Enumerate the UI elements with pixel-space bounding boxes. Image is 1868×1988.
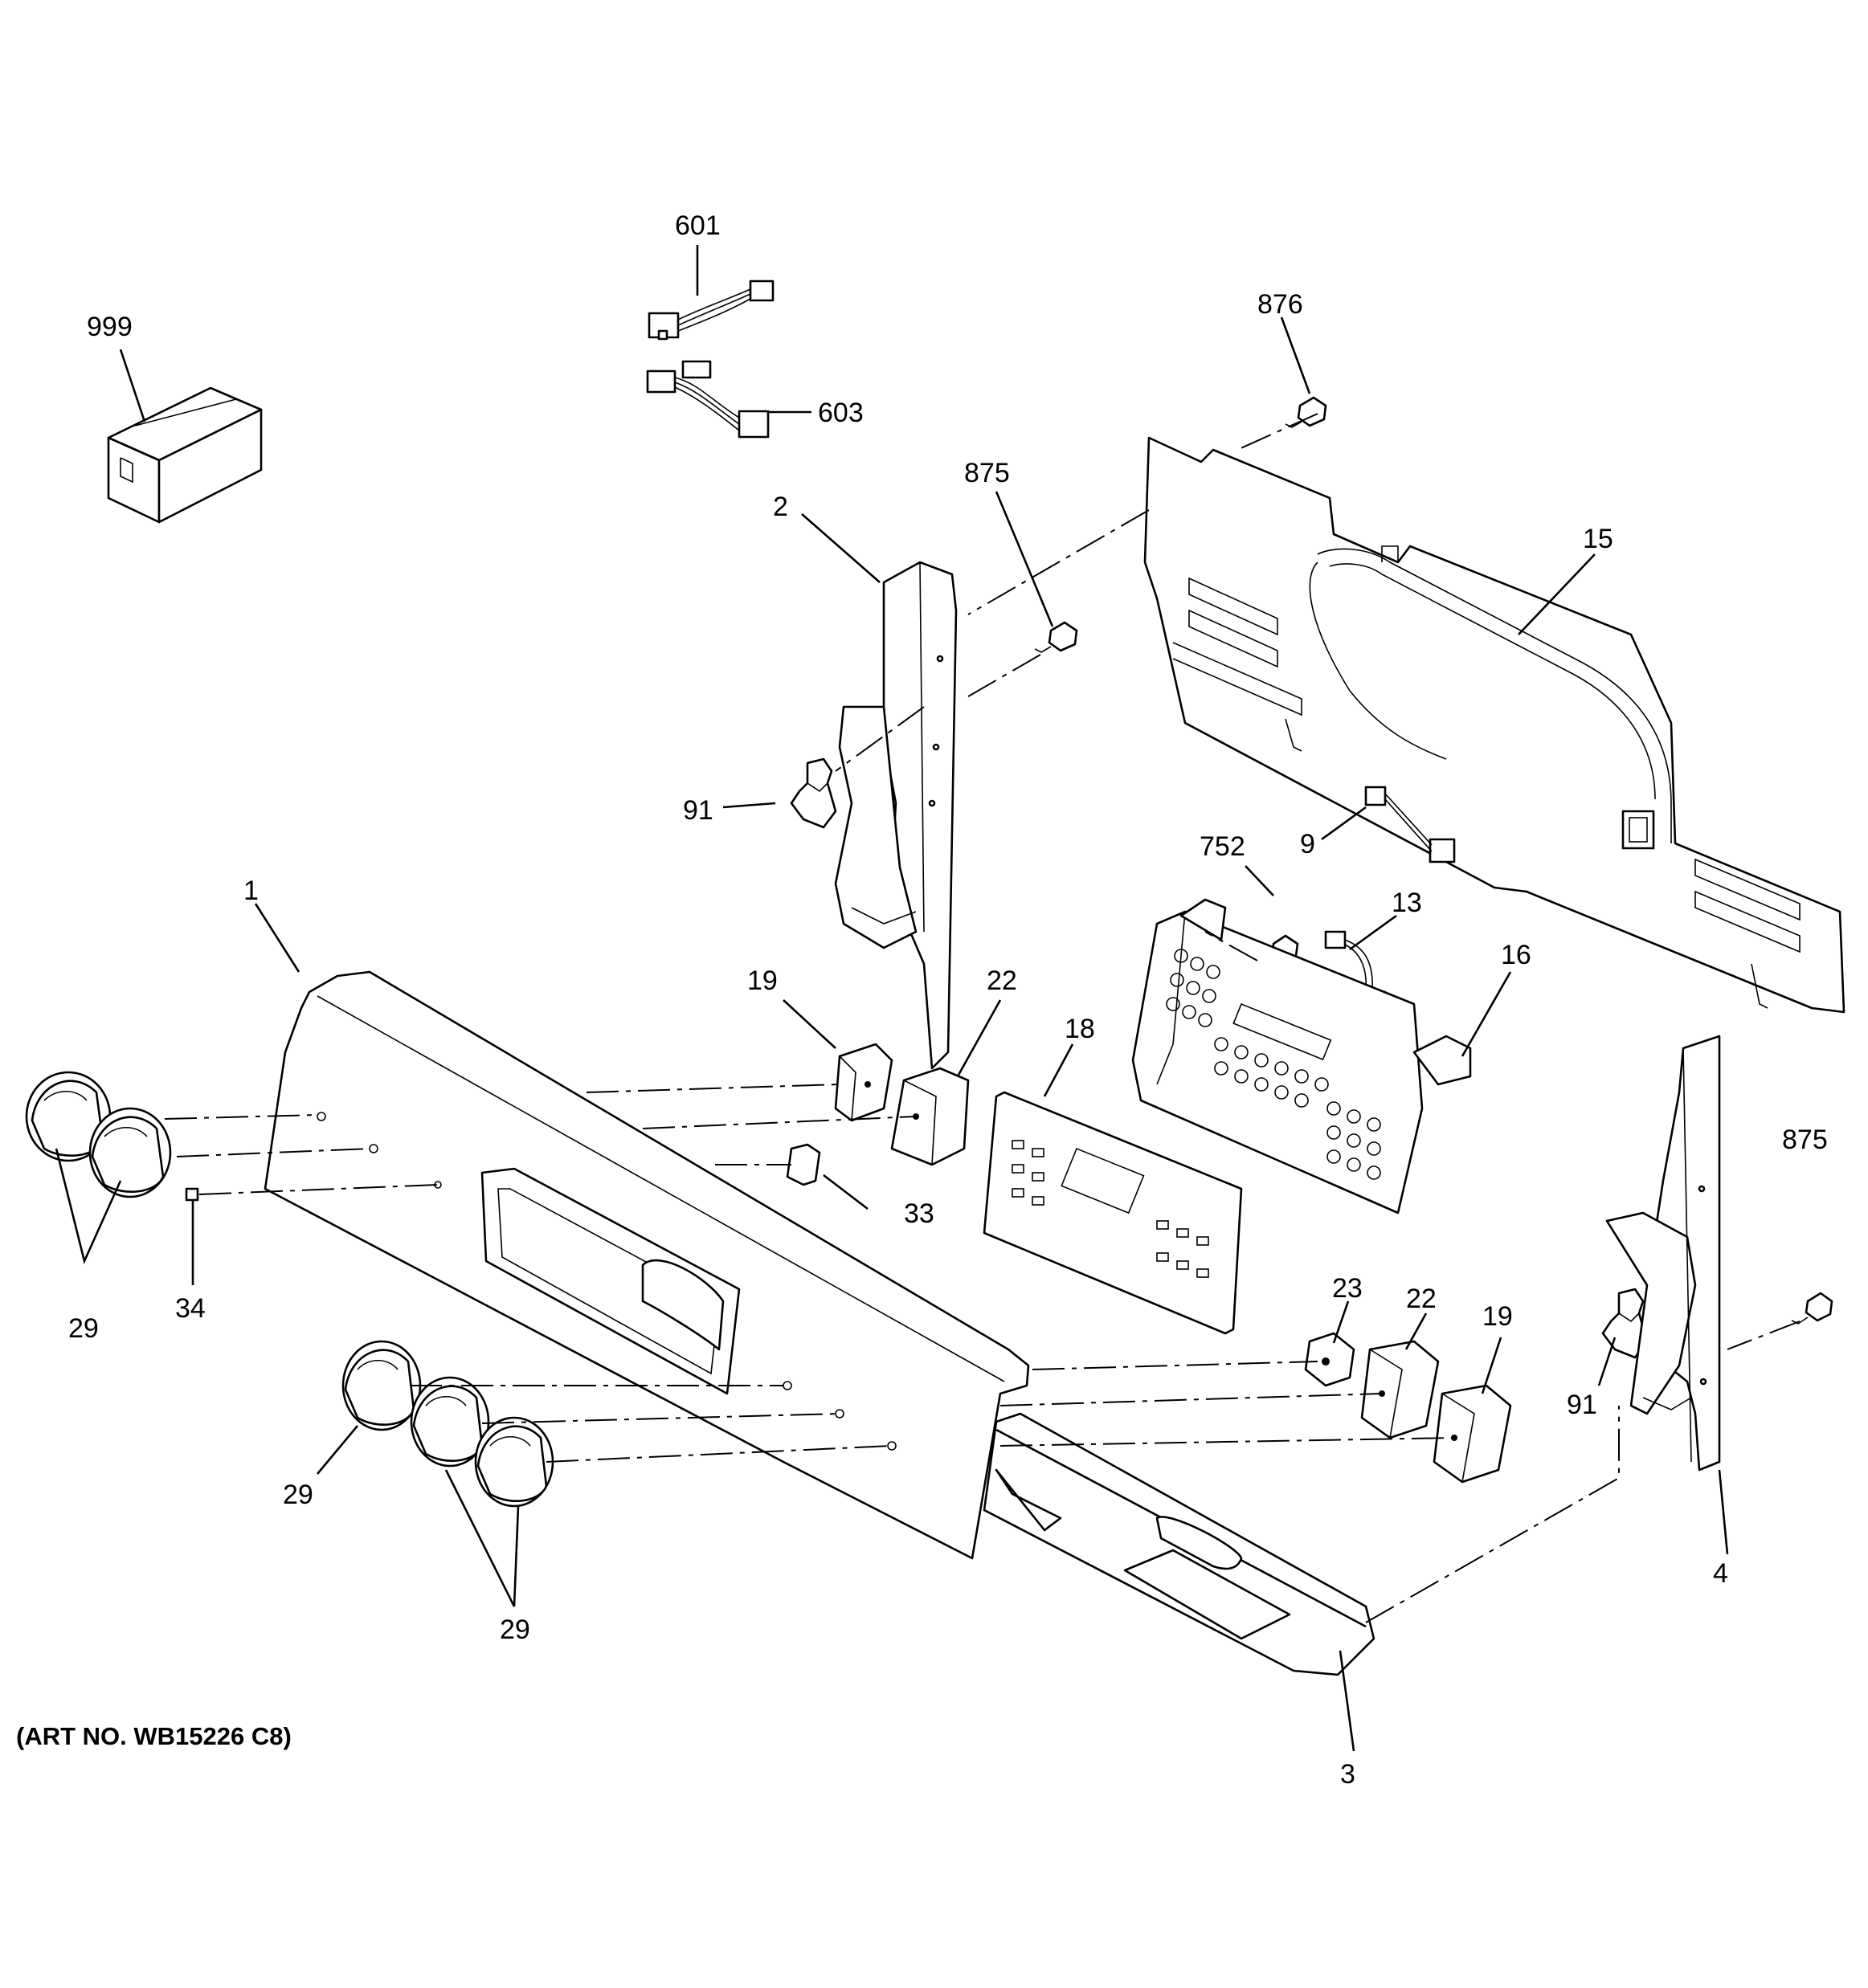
- part-23-switch: [1304, 1332, 1355, 1387]
- callout-15: 15: [1583, 524, 1613, 554]
- art-number: (ART NO. WB15226 C8): [16, 1722, 292, 1750]
- callout-29-mid: 29: [283, 1480, 313, 1510]
- leader-lines: [55, 245, 1729, 1752]
- part-999-box: [107, 386, 263, 524]
- part-1-control-panel: [264, 970, 1030, 1560]
- part-875-screw-right: [1791, 1292, 1833, 1325]
- callout-18: 18: [1065, 1014, 1095, 1044]
- part-22-switch-bottom: [1360, 1340, 1440, 1439]
- part-22-switch-top: [890, 1067, 970, 1166]
- board-buttons: [1166, 949, 1381, 1180]
- part-603-harness: [646, 360, 770, 439]
- part-4-side-bracket: [1605, 1035, 1721, 1472]
- part-18-overlay: [983, 1091, 1243, 1335]
- part-29-knob-1: [25, 1071, 112, 1162]
- callout-876: 876: [1257, 289, 1303, 320]
- alignment-lines: [164, 413, 1801, 1623]
- callout-13: 13: [1392, 888, 1422, 918]
- part-601-harness: [648, 280, 775, 341]
- callout-22-top: 22: [987, 965, 1017, 996]
- callout-34: 34: [175, 1293, 206, 1324]
- overlay-keys: [1012, 1140, 1209, 1278]
- part-875-screw-top: [1034, 621, 1078, 653]
- callout-875-right: 875: [1782, 1125, 1828, 1155]
- part-29-knob-3: [341, 1340, 422, 1431]
- part-29-knob-2: [88, 1107, 172, 1198]
- part-29-knob-5: [474, 1416, 554, 1508]
- callout-3: 3: [1340, 1759, 1355, 1790]
- callout-19-bottom: 19: [1482, 1301, 1513, 1332]
- callout-1: 1: [243, 876, 259, 906]
- callout-4: 4: [1713, 1558, 1728, 1589]
- callout-601: 601: [675, 210, 721, 241]
- part-19-switch-top: [834, 1043, 893, 1122]
- part-876-screw: [1285, 396, 1327, 428]
- callout-19-top: 19: [747, 965, 778, 996]
- part-91-clip-left: [790, 757, 837, 829]
- part-34-pin: [185, 1187, 199, 1202]
- callout-999: 999: [87, 312, 133, 342]
- part-15-rear-panel: [1143, 436, 1846, 1014]
- part-29-knob-4: [410, 1376, 490, 1468]
- callout-33: 33: [904, 1198, 934, 1229]
- callout-16: 16: [1501, 940, 1531, 970]
- callout-875-top: 875: [964, 458, 1010, 488]
- callout-603: 603: [818, 398, 864, 428]
- callout-752: 752: [1200, 831, 1245, 862]
- part-9-harness: [1364, 786, 1456, 863]
- part-19-switch-bottom: [1433, 1384, 1512, 1484]
- callout-2: 2: [773, 492, 788, 522]
- part-2-side-bracket: [834, 561, 958, 1070]
- callout-labels: 999 601 603 876 875 2 15 91 9 752 13 1 1…: [68, 210, 1828, 1790]
- part-33-switch: [786, 1143, 821, 1186]
- callout-22-bottom: 22: [1406, 1284, 1437, 1314]
- callout-91-top: 91: [683, 795, 713, 826]
- callout-29-left: 29: [68, 1313, 99, 1344]
- callout-91-right: 91: [1567, 1390, 1597, 1420]
- part-3-lower-trim: [983, 1412, 1375, 1676]
- callout-9: 9: [1300, 829, 1315, 859]
- callout-29-bottom: 29: [500, 1614, 530, 1645]
- callout-23: 23: [1332, 1273, 1363, 1304]
- part-16-control-board: [1131, 898, 1472, 1214]
